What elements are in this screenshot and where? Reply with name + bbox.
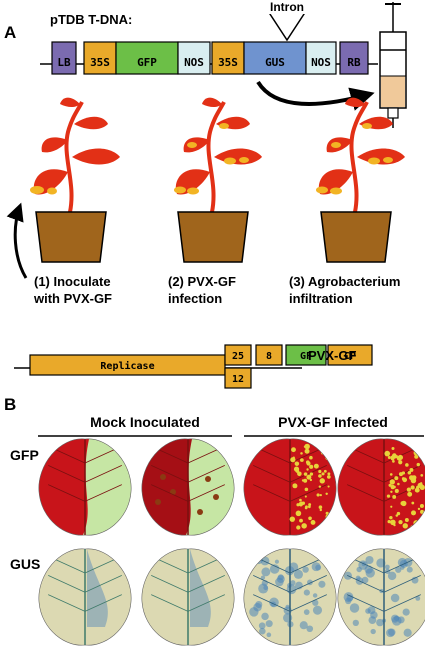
pvx-box-25 <box>224 344 252 366</box>
panel-a-letter: A <box>4 23 16 42</box>
row-gfp-label: GFP <box>10 447 39 463</box>
tdna-label-35s: 35S <box>218 56 238 69</box>
leaf-7 <box>243 548 337 646</box>
tdna-label-nos: NOS <box>184 56 204 69</box>
tdna-box-nos <box>305 41 337 75</box>
tdna-box-rb <box>339 41 369 75</box>
construct-label: pTDB T-DNA: <box>50 12 132 27</box>
pvx-box-gf <box>285 344 327 366</box>
pot-3 <box>320 211 392 263</box>
pvx-box-12 <box>224 367 252 389</box>
leaf-3 <box>243 438 337 536</box>
intron-triangle <box>266 10 308 42</box>
plant-inoculate <box>30 95 122 214</box>
tdna-box-nos <box>177 41 211 75</box>
step-3-line2: infiltration <box>289 291 353 306</box>
tdna-box-gfp <box>115 41 179 75</box>
leaf-1 <box>38 438 132 536</box>
pvx-label-gf: GF <box>300 351 312 362</box>
leaf-5 <box>38 548 132 646</box>
col-mock-label: Mock Inoculated <box>90 414 200 430</box>
plant-infiltration <box>316 95 407 214</box>
tdna-box-35s <box>83 41 117 75</box>
tdna-label-rb: RB <box>347 56 361 69</box>
leaf-grid <box>38 438 425 646</box>
syringe-icon <box>379 2 407 128</box>
pvx-genome: Replicase 25 12 8 GF CP <box>29 344 373 389</box>
step-2-line2: infection <box>168 291 222 306</box>
step-2-line1: (2) PVX-GF <box>168 274 236 289</box>
inoculate-arrow <box>6 202 28 279</box>
pvx-label-cp: CP <box>344 351 356 362</box>
tdna-box-lb <box>51 41 77 75</box>
pvx-box-cp <box>327 344 373 366</box>
tdna-label-35s: 35S <box>90 56 110 69</box>
pvx-label-12: 12 <box>232 374 244 385</box>
tdna-label-gus: GUS <box>265 56 285 69</box>
step-1-line1: (1) Inoculate <box>34 274 111 289</box>
pvx-box-8 <box>255 344 283 366</box>
step-3-line1: (3) Agrobacterium <box>289 274 400 289</box>
row-gus-label: GUS <box>10 556 40 572</box>
pvx-label-replicase: Replicase <box>100 360 154 372</box>
pot-1 <box>35 211 107 263</box>
leaf-6 <box>141 548 235 646</box>
intron-label: Intron <box>270 0 304 14</box>
pvx-label-8: 8 <box>266 351 272 362</box>
intron-label-bg <box>262 0 312 14</box>
col-infected-label: PVX-GF Infected <box>278 414 388 430</box>
tdna-label-gfp: GFP <box>137 56 157 69</box>
tdna-label-nos: NOS <box>311 56 331 69</box>
step-1-line2: with PVX-GF <box>33 291 112 306</box>
leaf-8 <box>337 548 425 646</box>
pot-2 <box>177 211 249 263</box>
panel-b-letter: B <box>4 395 16 414</box>
pvx-label-25: 25 <box>232 351 244 362</box>
tdna-label-lb: LB <box>57 56 71 69</box>
plant-infection <box>173 95 264 214</box>
tdna-construct: LB 35S GFP NOS 35S GUS NOS RB <box>51 41 369 75</box>
leaf-4 <box>337 438 425 536</box>
leaf-2 <box>141 438 235 536</box>
pvx-label: PVX-GF <box>308 348 356 363</box>
